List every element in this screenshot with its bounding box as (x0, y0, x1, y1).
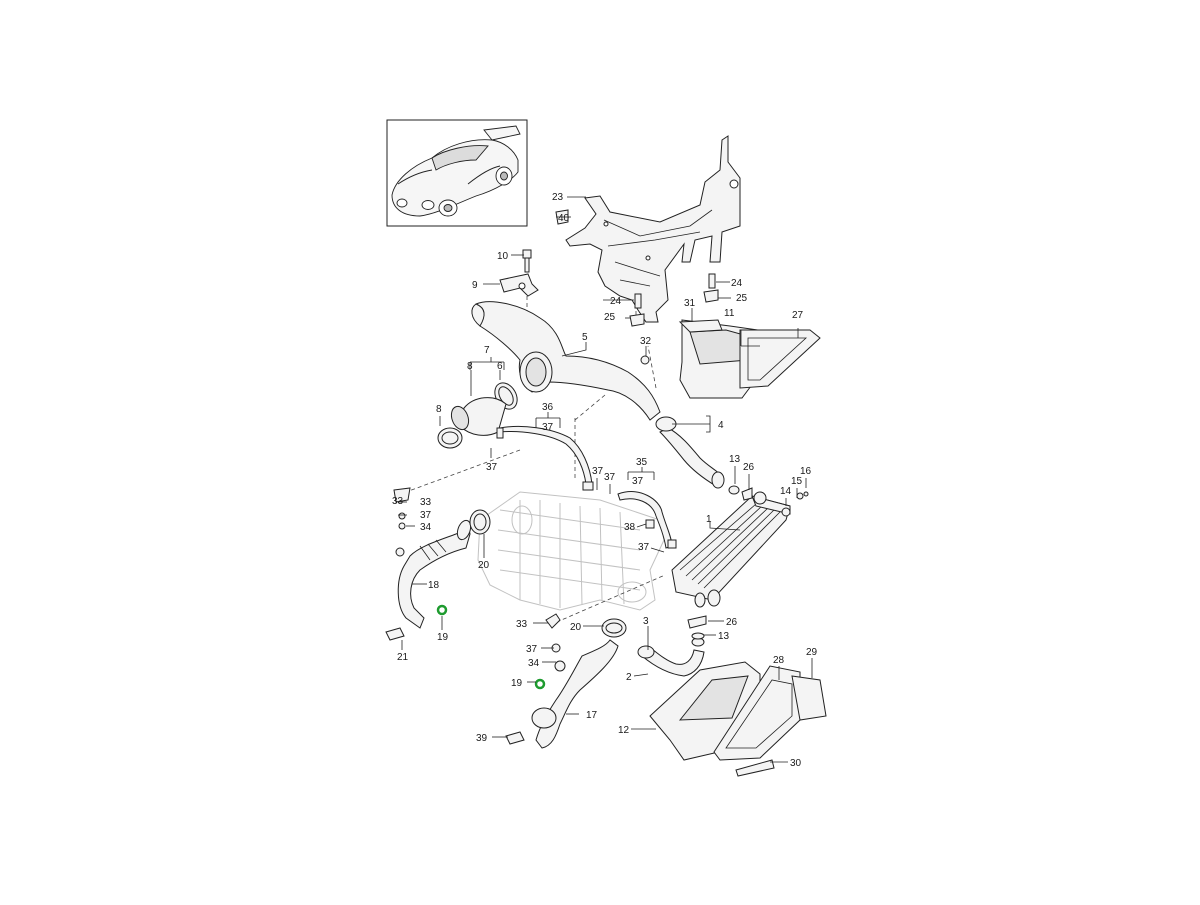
callout-37-f: 37 (638, 542, 650, 553)
callout-25-a: 25 (604, 312, 616, 323)
callout-8: 8 (436, 404, 442, 415)
callout-30: 30 (790, 758, 802, 769)
callout-8-top: 8 (467, 361, 473, 372)
callout-leaders (398, 196, 813, 763)
callout-37-b: 37 (486, 462, 498, 473)
callout-29: 29 (806, 647, 818, 658)
callout-2: 2 (626, 672, 632, 683)
callout-28: 28 (773, 655, 785, 666)
left-fittings (385, 487, 448, 641)
callout-1: 1 (706, 514, 712, 525)
callout-26-a: 26 (743, 462, 755, 473)
callout-labels: 23 40 10 9 7 8 6 8 5 36 37 37 4 11 27 31… (392, 192, 818, 769)
callout-3: 3 (643, 616, 649, 627)
callout-33-a: 33 (392, 496, 404, 507)
callout-20-a: 20 (478, 560, 490, 571)
intercooler-core (671, 491, 809, 608)
vent-hose-upper (496, 425, 594, 491)
callout-37-c: 37 (632, 476, 644, 487)
coupling-clamps (437, 382, 518, 449)
callout-4: 4 (718, 420, 724, 431)
callout-12: 12 (618, 725, 630, 736)
callout-27: 27 (792, 310, 804, 321)
callout-11: 11 (724, 308, 735, 319)
vehicle-thumbnail (386, 119, 528, 227)
intercooler-hose-lower (637, 485, 753, 677)
upper-air-duct (678, 319, 821, 399)
callout-34-a: 34 (420, 522, 432, 533)
callout-25-b: 25 (736, 293, 748, 304)
callout-24-b: 24 (731, 278, 743, 289)
callout-36: 36 (542, 402, 554, 413)
callout-20-b: 20 (570, 622, 582, 633)
callout-17: 17 (586, 710, 598, 721)
callout-7: 7 (484, 345, 490, 356)
callout-9: 9 (472, 280, 478, 291)
callout-33-label: 33 (420, 497, 432, 508)
callout-19-b: 19 (511, 678, 523, 689)
callout-10: 10 (497, 251, 509, 262)
intercooler-hose-upper (655, 416, 725, 489)
callout-35: 35 (636, 457, 648, 468)
callout-26-b: 26 (726, 617, 738, 628)
callout-19-a: 19 (437, 632, 449, 643)
callout-6: 6 (497, 361, 503, 372)
mount-bracket (499, 249, 539, 297)
callout-37-g: 37 (420, 510, 432, 521)
callout-13-b: 13 (718, 631, 730, 642)
callout-38: 38 (624, 522, 636, 533)
callout-23: 23 (552, 192, 564, 203)
support-bracket (565, 135, 741, 323)
lower-air-duct (649, 661, 827, 777)
vent-hose-lower (617, 491, 677, 549)
small-fasteners (555, 209, 719, 365)
callout-37-e: 37 (604, 472, 616, 483)
callout-31: 31 (684, 298, 696, 309)
callout-32: 32 (640, 336, 652, 347)
engine-intake-ghost (477, 491, 665, 611)
callout-40: 40 (558, 213, 570, 224)
callout-37-h: 37 (526, 644, 538, 655)
callout-34-b: 34 (528, 658, 540, 669)
callout-15: 15 (791, 476, 803, 487)
callout-21: 21 (397, 652, 409, 663)
callout-18: 18 (428, 580, 440, 591)
callout-13-a: 13 (729, 454, 741, 465)
left-charge-pipe (395, 509, 491, 629)
lower-charge-pipe (505, 613, 627, 749)
callout-37-d: 37 (592, 466, 604, 477)
callout-5: 5 (582, 332, 588, 343)
callout-24-a: 24 (610, 296, 622, 307)
callout-39: 39 (476, 733, 488, 744)
callout-14: 14 (780, 486, 792, 497)
callout-33-b: 33 (516, 619, 528, 630)
callout-16: 16 (800, 466, 812, 477)
callout-37-a: 37 (542, 422, 554, 433)
y-charge-pipe (471, 301, 661, 421)
